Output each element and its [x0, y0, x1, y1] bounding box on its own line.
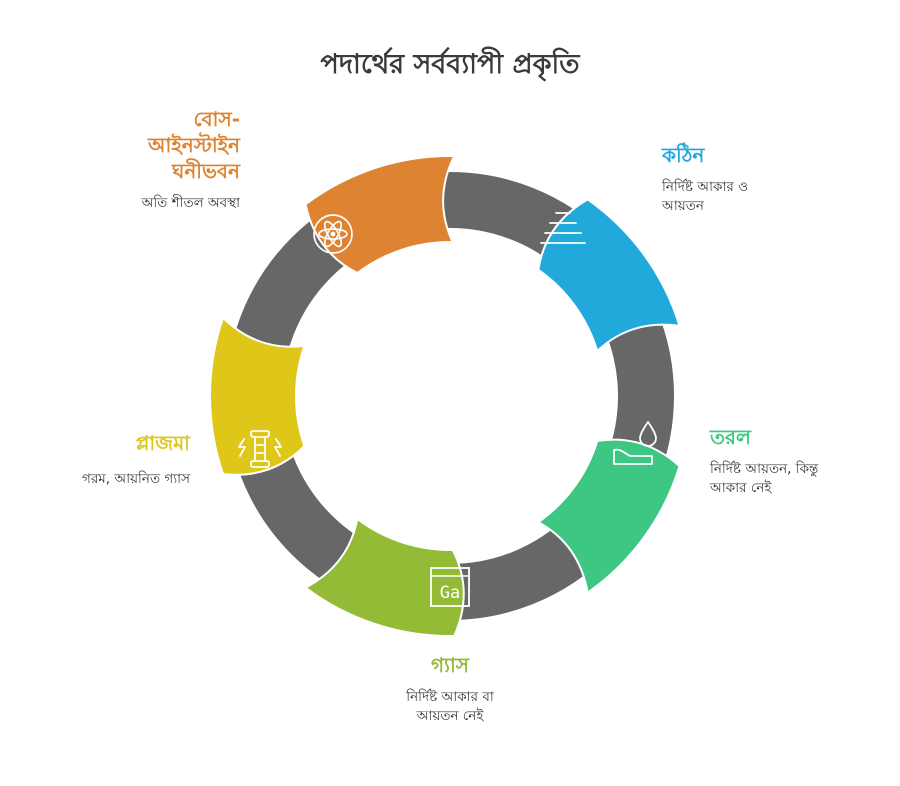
label-bec-desc: অতি শীতল অবস্থা [141, 195, 240, 211]
page-title: পদার্থের সর্বব্যাপী প্রকৃতি [320, 49, 580, 80]
state-block-bec [304, 155, 456, 275]
label-gas-title: গ্যাস [431, 653, 469, 677]
state-block-liquid [536, 438, 681, 595]
label-plasma-desc: গরম, আয়নিত গ্যাস [82, 471, 190, 487]
state-block-gas [303, 517, 465, 637]
label-plasma-title: প্লাজমা [135, 431, 190, 455]
state-blocks [209, 155, 681, 637]
label-liquid-desc: নির্দিষ্ট আয়তন, কিন্তু আকার নেই [710, 461, 819, 496]
label-gas-desc: নির্দিষ্ট আকার বা আয়তন নেই [406, 689, 494, 724]
element-symbol: Ga [440, 583, 460, 603]
state-block-plasma [209, 316, 306, 476]
plasma-lamp-icon [238, 430, 282, 468]
atom-icon [313, 214, 353, 254]
drop-icon [613, 421, 657, 465]
label-bec-title: বোস- আইনস্টাইন ঘনীভবন [148, 107, 240, 183]
label-solid-desc: নির্দিষ্ট আকার ও আয়তন [662, 179, 749, 214]
layers-icon [540, 212, 586, 244]
label-liquid-title: তরল [710, 425, 751, 449]
gallium-element-icon: Ga [430, 567, 470, 607]
state-block-solid [537, 198, 681, 353]
label-solid-title: কঠিন [662, 143, 705, 167]
